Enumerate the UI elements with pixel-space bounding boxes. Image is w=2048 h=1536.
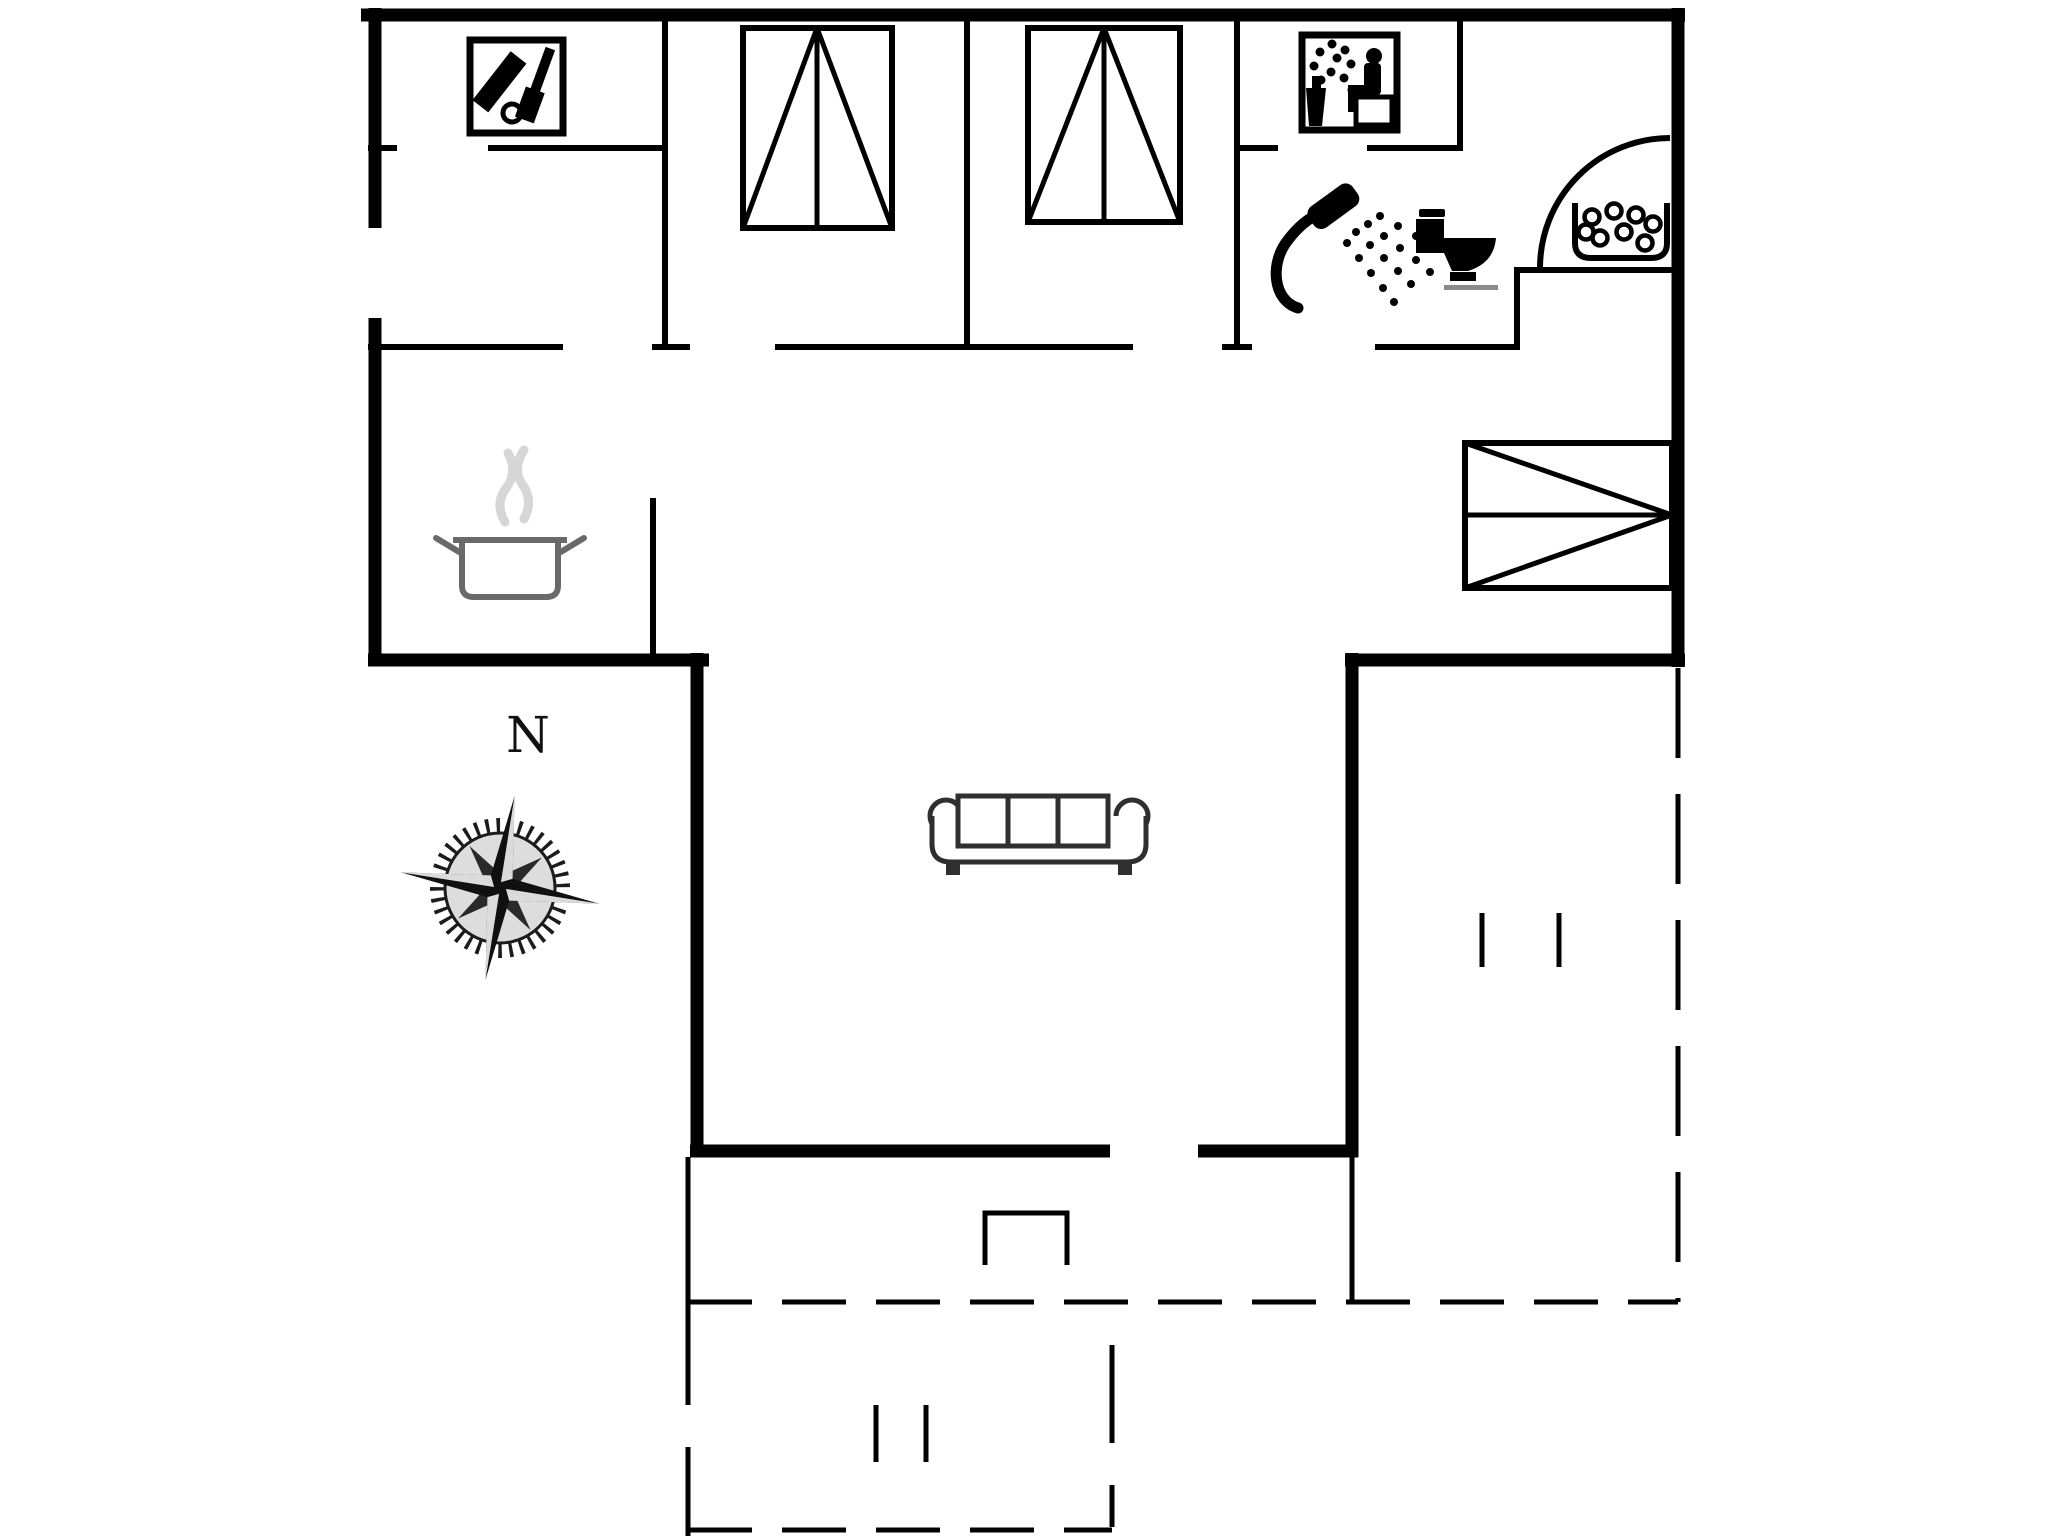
sauna-bench xyxy=(1353,94,1395,128)
compass-north-label: N xyxy=(506,706,550,764)
shower-icon xyxy=(1270,183,1437,314)
sauna-icon xyxy=(1298,31,1401,134)
steam-wisp xyxy=(495,448,518,527)
compass-rose-icon: N xyxy=(401,706,599,980)
wardrobe-door xyxy=(1464,512,1673,591)
sofa-foot xyxy=(946,862,960,875)
sofa-cushion xyxy=(1005,793,1061,849)
opening-markers xyxy=(873,913,1562,1462)
sauna-steam-dots xyxy=(1309,39,1357,95)
wardrobe-symbol-bedroom1 xyxy=(740,25,895,231)
wardrobe-door xyxy=(740,27,820,229)
sofa-foot xyxy=(1118,862,1132,875)
sofa-symbol xyxy=(927,793,1151,875)
sauna-person xyxy=(1348,48,1382,112)
sauna-bucket xyxy=(1306,76,1326,126)
shower-head xyxy=(1307,183,1360,230)
cleaning-circle xyxy=(500,101,524,125)
toilet-icon xyxy=(1416,209,1498,290)
steam-wisp xyxy=(513,445,533,524)
wardrobe-door xyxy=(814,27,895,229)
door-threshold xyxy=(982,1210,1070,1265)
wardrobe-door xyxy=(1464,440,1673,518)
shower-hose xyxy=(1270,207,1326,314)
wardrobe-door xyxy=(1025,27,1107,223)
cooking-pot-icon xyxy=(433,445,587,600)
cleaning-equipment-icon xyxy=(466,36,567,137)
terrace-dashed-boundary xyxy=(685,668,1681,1536)
sofa-cushion xyxy=(955,793,1011,849)
pot-body xyxy=(459,537,561,600)
wardrobe-symbol-bedroom2 xyxy=(1025,25,1183,225)
door-swing-arc xyxy=(1537,135,1671,269)
whirlpool-bubbles xyxy=(1576,201,1663,253)
wardrobe-door xyxy=(1101,27,1183,223)
sofa-cushion xyxy=(1055,793,1111,849)
pot-handle xyxy=(556,535,587,556)
pot-handle xyxy=(433,535,464,556)
exterior-walls xyxy=(361,8,1685,1158)
whirlpool-tub xyxy=(1572,203,1670,261)
compass-star-main xyxy=(401,796,599,980)
whirlpool-icon xyxy=(1572,201,1670,261)
interior-walls xyxy=(368,15,1678,663)
wardrobe-symbol-bedroom3 xyxy=(1462,440,1675,591)
